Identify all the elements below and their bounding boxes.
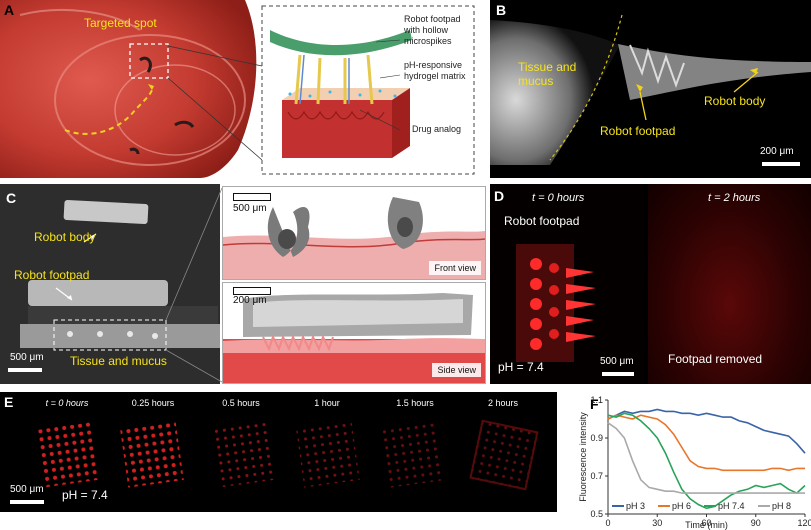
panel-d-letter: D bbox=[494, 188, 505, 204]
front-view-tag: Front view bbox=[429, 261, 481, 275]
x-axis-title: Time (min) bbox=[685, 520, 728, 530]
side-view-scale-text: 200 μm bbox=[233, 295, 267, 306]
panel-d-scalebar bbox=[602, 372, 634, 376]
panel-b-scale-text: 200 μm bbox=[760, 146, 794, 157]
legend-label: pH 3 bbox=[626, 501, 645, 511]
panel-c-footpad-label: Robot footpad bbox=[14, 268, 90, 282]
panel-a: A Targeted spot Robot footpad with hollo… bbox=[0, 0, 481, 178]
series-line-ph-7-4 bbox=[607, 412, 806, 510]
y-tick-label: 1.1 bbox=[590, 395, 603, 405]
series-line-ph-8 bbox=[607, 422, 805, 494]
x-tick-label: 120 bbox=[797, 518, 811, 528]
panel-e-time-0: t = 0 hours bbox=[45, 398, 89, 408]
panel-b-scalebar bbox=[762, 162, 800, 166]
panel-c: C Robot body Robot footpad Tissue and mu… bbox=[0, 184, 220, 384]
stomach-render bbox=[0, 0, 475, 178]
panel-c-tissue-label: Tissue and mucus bbox=[70, 354, 167, 368]
panel-d-t0-label: t = 0 hours bbox=[532, 192, 585, 204]
panel-b: B Tissue and mucus Robot footpad Robot b… bbox=[490, 0, 811, 178]
legend-label: pH 8 bbox=[772, 501, 791, 511]
panel-c-scalebar bbox=[8, 368, 42, 372]
panel-b-letter: B bbox=[496, 2, 507, 18]
panel-d-right-image: t = 2 hours Footpad removed bbox=[648, 184, 811, 384]
panel-d-left-image: t = 0 hours Robot footpad pH = 7.4 500 μ… bbox=[490, 184, 644, 384]
panel-d-ph-label: pH = 7.4 bbox=[498, 360, 544, 374]
panel-b-footpad-label: Robot footpad bbox=[600, 124, 676, 138]
panel-e-time-3: 1 hour bbox=[314, 398, 340, 408]
side-view-render bbox=[223, 293, 485, 383]
x-tick-label: 60 bbox=[701, 518, 711, 528]
targeted-spot-label: Targeted spot bbox=[84, 16, 157, 30]
panel-c-scale-text: 500 μm bbox=[10, 352, 44, 363]
panel-c-body-label: Robot body bbox=[34, 230, 96, 244]
series-line-ph-6 bbox=[607, 414, 805, 472]
y-tick-label: 0.7 bbox=[590, 471, 603, 481]
panel-e-time-2: 0.5 hours bbox=[222, 398, 260, 408]
panel-d-t2-label: t = 2 hours bbox=[708, 192, 761, 204]
panel-e-ph-label: pH = 7.4 bbox=[62, 488, 108, 502]
panel-d-footpad-label: Robot footpad bbox=[504, 214, 580, 228]
panel-b-body-label: Robot body bbox=[704, 94, 766, 108]
panel-e-time-1: 0.25 hours bbox=[131, 398, 175, 408]
panel-a-letter: A bbox=[4, 2, 15, 18]
panel-d: t = 0 hours Robot footpad pH = 7.4 500 μ… bbox=[490, 184, 811, 384]
footpad-fluorescence bbox=[516, 244, 596, 362]
panel-c-ct-image bbox=[0, 184, 220, 384]
panel-f-letter: F bbox=[590, 396, 599, 412]
front-view-render bbox=[223, 197, 485, 279]
panel-f: F 0.5 0.7 0.9 1.1 0 30 60 90 120 Time (min) Fluore… bbox=[562, 392, 811, 530]
x-tick-label: 30 bbox=[652, 518, 662, 528]
y-tick-label: 0.9 bbox=[590, 433, 603, 443]
panel-e-time-4: 1.5 hours bbox=[396, 398, 434, 408]
series-line-ph-3 bbox=[607, 408, 806, 454]
panel-e-letter: E bbox=[4, 394, 14, 410]
side-view-tag: Side view bbox=[432, 363, 481, 377]
panel-b-tissue-label: Tissue and mucus bbox=[518, 60, 577, 88]
panel-b-image bbox=[490, 14, 811, 165]
panel-e-sequence bbox=[34, 419, 539, 491]
fluorescence-chart: 0.5 0.7 0.9 1.1 0 30 60 90 120 Time (min) Fluoresc… bbox=[578, 395, 811, 530]
hydrogel-callout: pH-responsive hydrogel matrix bbox=[404, 60, 466, 81]
panel-e-scalebar bbox=[10, 500, 44, 504]
y-tick-label: 0.5 bbox=[590, 509, 603, 519]
front-view-scale-text: 500 μm bbox=[233, 203, 267, 214]
drug-callout: Drug analog bbox=[412, 124, 462, 134]
panel-e-scale-text: 500 μm bbox=[10, 484, 44, 495]
panel-e-time-5: 2 hours bbox=[487, 398, 519, 408]
panel-d-removed-label: Footpad removed bbox=[668, 352, 763, 366]
panel-c-front-view: 500 μm Front view bbox=[222, 186, 486, 280]
panel-e: t = 0 hours 0.25 hours 0.5 hours 1 hour … bbox=[0, 392, 557, 512]
legend-label: pH 6 bbox=[672, 501, 691, 511]
x-tick-label: 90 bbox=[751, 518, 761, 528]
panel-c-side-view: 200 μm Side view bbox=[222, 282, 486, 384]
y-axis-title: Fluorescence intensity bbox=[578, 412, 588, 502]
side-view-scalebar bbox=[233, 287, 271, 295]
front-view-scalebar bbox=[233, 193, 271, 201]
panel-c-letter: C bbox=[6, 190, 17, 206]
legend-label: pH 7.4 bbox=[718, 501, 745, 511]
x-tick-label: 0 bbox=[605, 518, 610, 528]
panel-d-scale-text: 500 μm bbox=[600, 356, 634, 367]
footpad-callout: Robot footpad with hollow microspikes bbox=[404, 14, 461, 46]
